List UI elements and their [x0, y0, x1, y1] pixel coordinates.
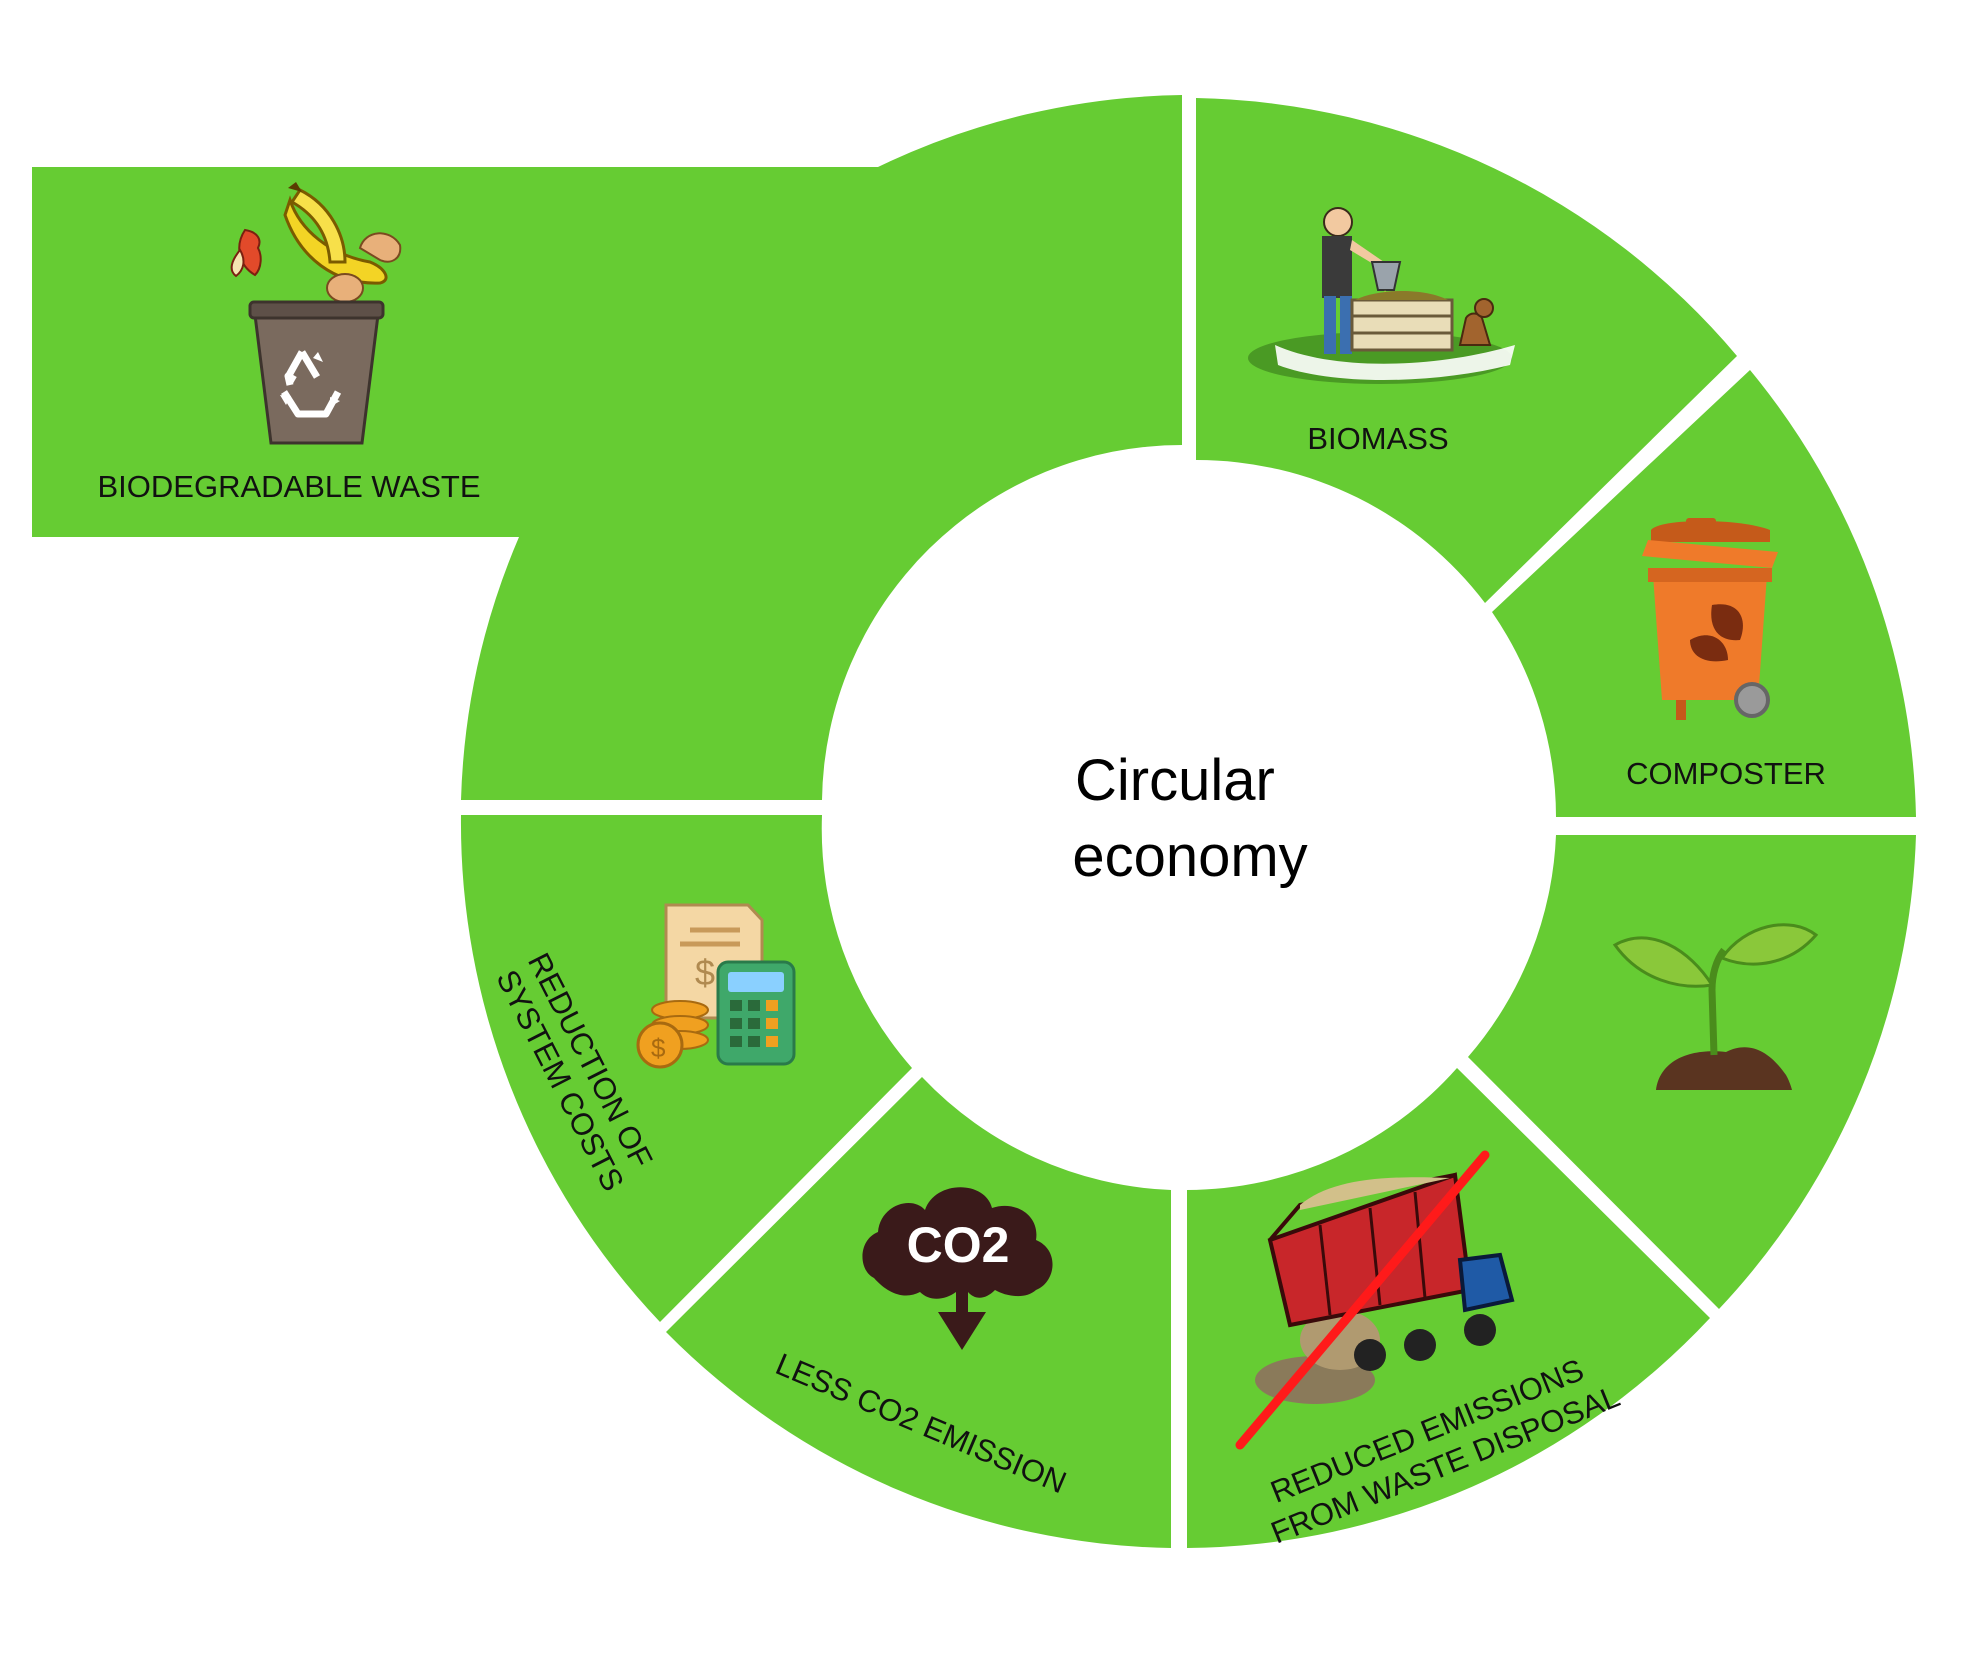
- center-label-line-2: economy: [1072, 824, 1307, 889]
- segment-biodegradable-waste: [32, 95, 1182, 800]
- man-composting-icon: [1248, 207, 1515, 384]
- sprout-icon: [1612, 923, 1819, 1090]
- segment-less-co2: [666, 1077, 1171, 1548]
- co2-icon-text: CO2: [907, 1217, 1010, 1273]
- svg-text:$: $: [651, 1033, 666, 1063]
- crossed-out-dump-truck-icon: [1235, 1150, 1515, 1450]
- center-label: Circular economy: [1072, 748, 1307, 889]
- segment-reduction-costs: [460, 815, 912, 1322]
- calculator-and-coins-icon: $ $: [636, 903, 796, 1069]
- label-biomass: BIOMASS: [1307, 421, 1448, 456]
- co2-cloud-icon: CO2: [862, 1187, 1053, 1350]
- compost-bin-with-fruit-peels-icon: [230, 182, 402, 445]
- label-biodegradable-waste: BIODEGRADABLE WASTE: [98, 469, 481, 504]
- center-label-line-1: Circular: [1075, 748, 1275, 813]
- label-composter: COMPOSTER: [1626, 756, 1826, 791]
- segment-reduced-emissions: [1187, 1068, 1710, 1548]
- orange-compost-bin-icon: [1642, 518, 1778, 720]
- svg-text:$: $: [695, 952, 715, 993]
